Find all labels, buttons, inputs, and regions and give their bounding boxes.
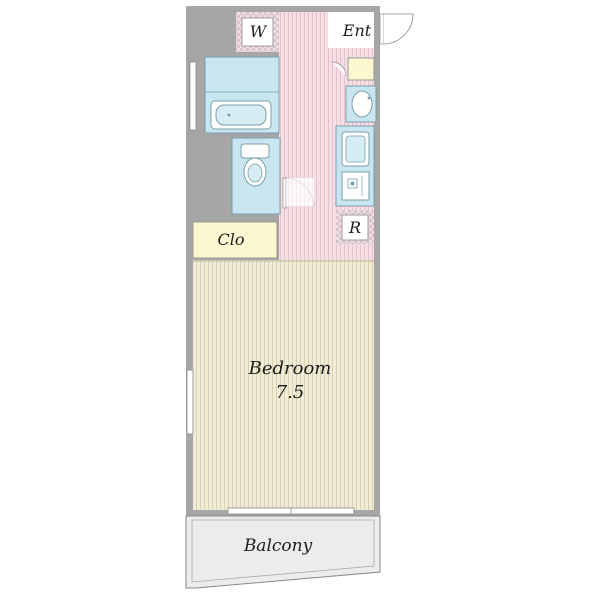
toilet-room <box>231 137 281 215</box>
washbasin-icon <box>345 85 377 123</box>
stove-icon <box>341 171 370 201</box>
balcony-label: Balcony <box>243 536 313 556</box>
small-door-icon <box>331 61 347 77</box>
bathroom <box>204 56 280 134</box>
entrance-floor <box>328 12 374 48</box>
entrance-label: Ent <box>342 21 372 40</box>
door-swing-icon <box>282 177 315 209</box>
bedroom-label: Bedroom <box>248 358 332 379</box>
window-slit <box>189 61 197 131</box>
refrigerator-label: R <box>348 218 361 237</box>
entrance-door-icon <box>379 13 414 45</box>
closet <box>192 221 278 259</box>
closet-label: Clo <box>218 230 245 249</box>
bedroom-floor <box>193 262 374 510</box>
bedroom-size: 7.5 <box>276 382 305 403</box>
sink-icon <box>341 131 370 167</box>
toilet-icon <box>240 143 270 187</box>
bedroom-window-left <box>186 369 194 435</box>
bathtub-icon <box>210 100 272 130</box>
kitchen-counter <box>335 125 375 207</box>
balcony <box>185 515 381 589</box>
shoe-box <box>347 57 375 81</box>
washer-label: W <box>250 22 268 41</box>
